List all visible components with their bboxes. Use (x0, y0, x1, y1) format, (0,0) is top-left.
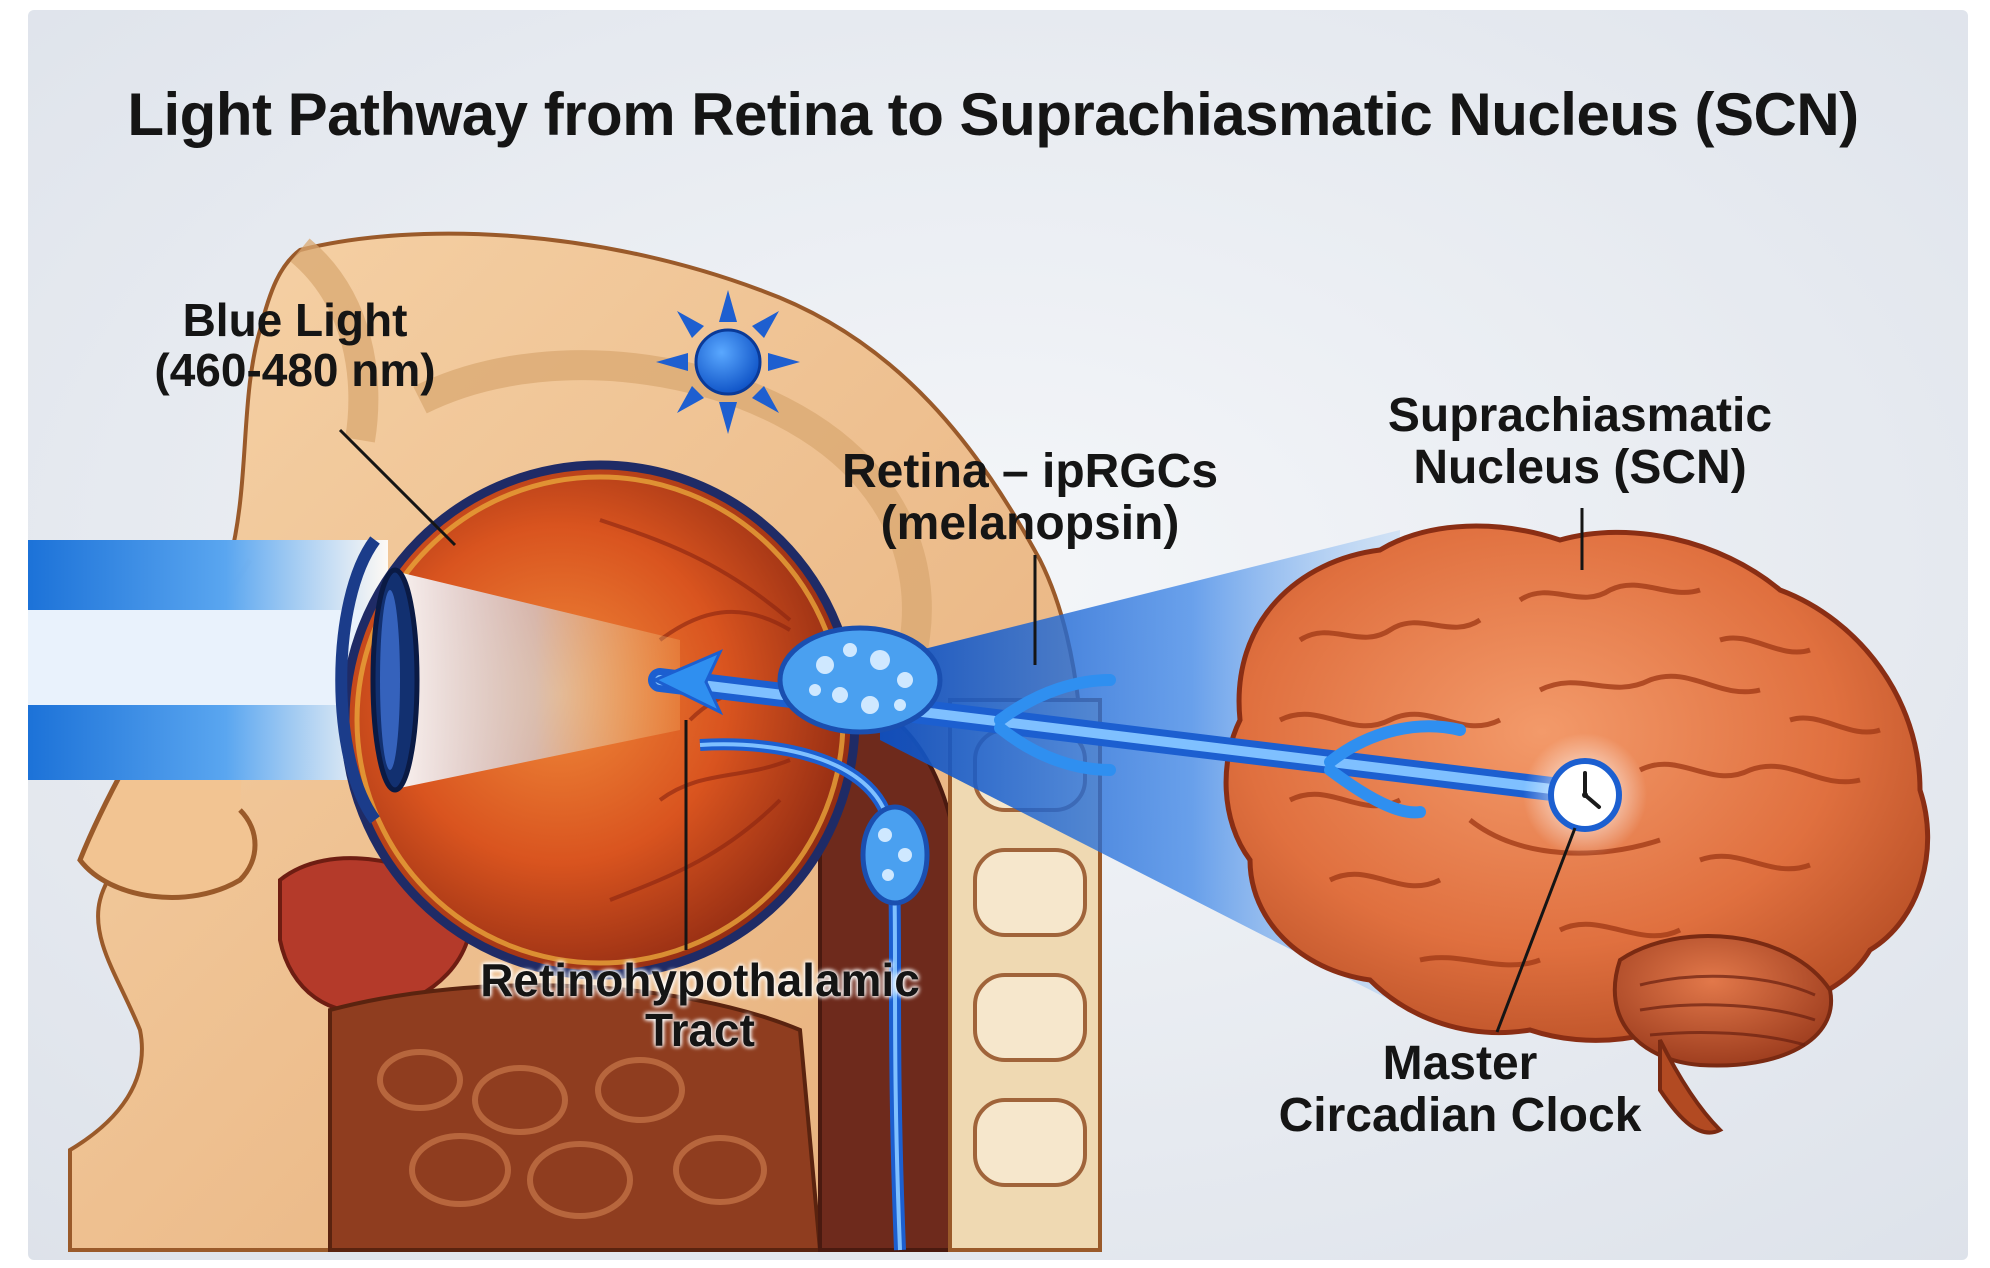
rht-label-line1: Retinohypothalamic (455, 956, 945, 1006)
master-clock-label-line2: Circadian Clock (1250, 1090, 1670, 1142)
master-clock-label: Master Circadian Clock (1250, 1038, 1670, 1142)
master-clock-label-line1: Master (1250, 1038, 1670, 1090)
clock-icon (1523, 733, 1647, 857)
blue-light-label-line1: Blue Light (130, 296, 460, 346)
sun-icon (656, 290, 800, 434)
scn-label-line1: Suprachiasmatic (1370, 390, 1790, 442)
blue-light-label: Blue Light (460-480 nm) (130, 296, 460, 395)
blue-light-beams (28, 540, 388, 780)
scn-label-line2: Nucleus (SCN) (1370, 442, 1790, 494)
rht-label: Retinohypothalamic Tract (455, 956, 945, 1055)
page-title: Light Pathway from Retina to Suprachiasm… (28, 80, 1958, 149)
scn-label: Suprachiasmatic Nucleus (SCN) (1370, 390, 1790, 494)
blue-light-label-line2: (460-480 nm) (130, 346, 460, 396)
retina-label-line1: Retina – ipRGCs (820, 446, 1240, 498)
retina-label: Retina – ipRGCs (melanopsin) (820, 446, 1240, 550)
rht-label-line2: Tract (455, 1006, 945, 1056)
retina-label-line2: (melanopsin) (820, 498, 1240, 550)
